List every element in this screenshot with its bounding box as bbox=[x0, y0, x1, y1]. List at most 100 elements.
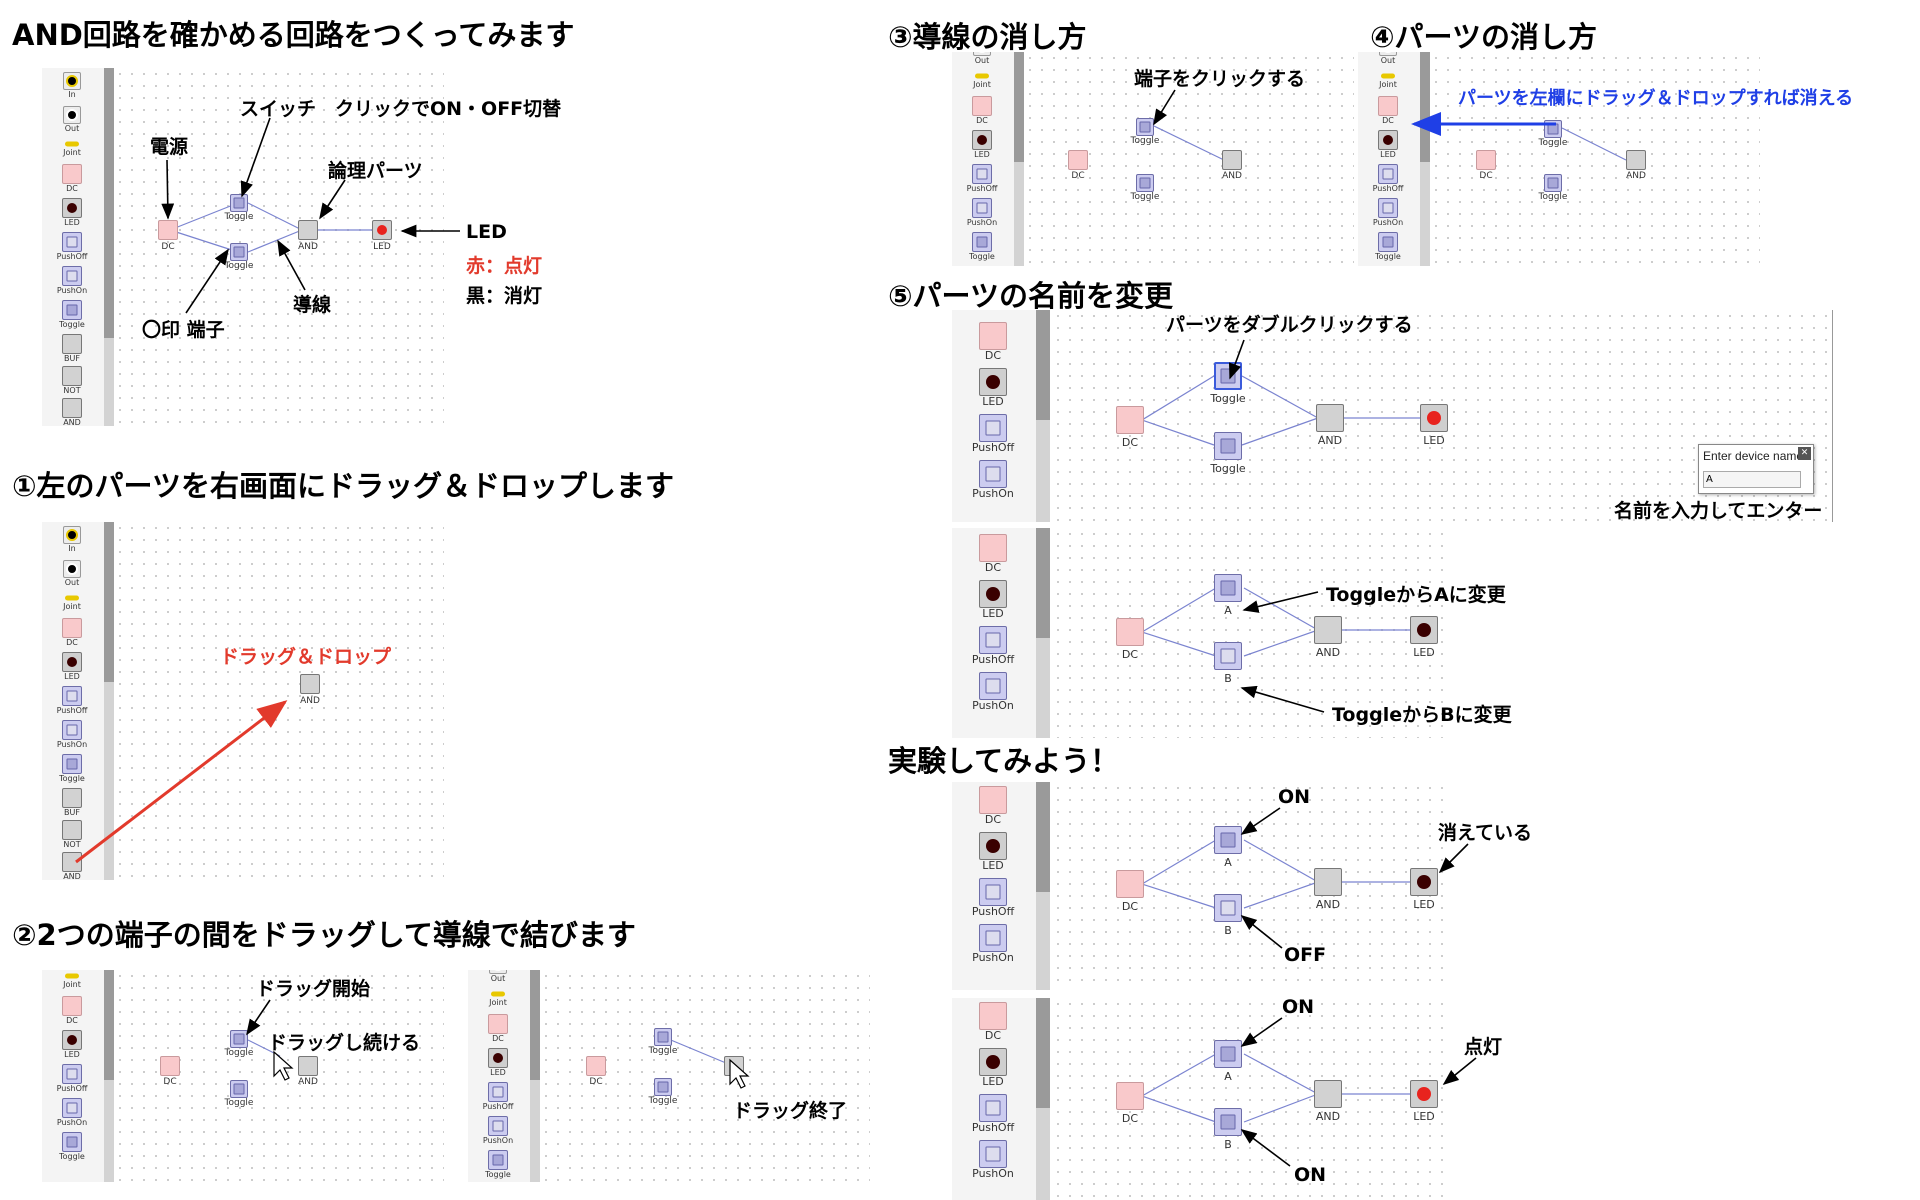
palette-scrollbar[interactable] bbox=[1036, 528, 1050, 738]
canvas[interactable] bbox=[1052, 998, 1452, 1200]
canvas-and-dropped[interactable] bbox=[300, 674, 320, 694]
palette-scrollbar[interactable] bbox=[104, 522, 114, 880]
palette-in[interactable]: In bbox=[56, 526, 88, 553]
palette-led[interactable]: LED bbox=[970, 368, 1016, 408]
palette-led[interactable]: LED bbox=[56, 1030, 88, 1059]
canvas[interactable] bbox=[114, 970, 444, 1182]
palette-pushon[interactable]: PushOn bbox=[56, 720, 88, 749]
canvas[interactable] bbox=[540, 970, 870, 1182]
palette-pushon[interactable]: PushOn bbox=[970, 924, 1016, 964]
palette-buf[interactable]: BUF bbox=[56, 334, 88, 363]
palette-pushoff[interactable]: PushOff bbox=[970, 626, 1016, 666]
palette-led[interactable]: LED bbox=[970, 832, 1016, 872]
palette-led[interactable]: LED bbox=[56, 652, 88, 681]
palette-led[interactable]: LED bbox=[970, 1048, 1016, 1088]
palette-pushoff[interactable]: PushOff bbox=[56, 686, 88, 715]
canvas-switch-b[interactable] bbox=[1214, 1108, 1242, 1136]
palette-toggle[interactable]: Toggle bbox=[56, 1132, 88, 1161]
palette-dc[interactable]: DC bbox=[970, 534, 1016, 574]
canvas-dc[interactable] bbox=[158, 220, 178, 240]
palette-led[interactable]: LED bbox=[482, 1048, 514, 1077]
palette-toggle[interactable]: Toggle bbox=[56, 754, 88, 783]
palette-led[interactable]: LED bbox=[1372, 130, 1404, 159]
palette-joint[interactable]: Joint bbox=[56, 140, 88, 157]
palette-pushon[interactable]: PushOn bbox=[966, 198, 998, 227]
canvas-and[interactable] bbox=[298, 1056, 318, 1076]
palette-joint[interactable]: Joint bbox=[1372, 72, 1404, 89]
palette-led[interactable]: LED bbox=[966, 130, 998, 159]
palette-pushoff[interactable]: PushOff bbox=[966, 164, 998, 193]
palette-buf[interactable]: BUF bbox=[56, 788, 88, 817]
canvas-dc[interactable] bbox=[1116, 1082, 1144, 1110]
palette-scrollbar[interactable] bbox=[1036, 310, 1050, 522]
palette-not[interactable]: NOT bbox=[56, 820, 88, 849]
device-name-input[interactable]: A bbox=[1703, 471, 1801, 488]
palette-scrollbar[interactable] bbox=[1036, 782, 1050, 990]
canvas-led[interactable] bbox=[1410, 868, 1438, 896]
canvas-led[interactable] bbox=[1420, 404, 1448, 432]
canvas-switch-b[interactable] bbox=[1214, 642, 1242, 670]
palette-dc[interactable]: DC bbox=[1372, 96, 1404, 125]
canvas-dc[interactable] bbox=[160, 1056, 180, 1076]
palette-pushon[interactable]: PushOn bbox=[482, 1116, 514, 1145]
canvas-dc[interactable] bbox=[1116, 618, 1144, 646]
palette-led[interactable]: LED bbox=[970, 580, 1016, 620]
canvas-toggle-1[interactable] bbox=[230, 1030, 248, 1048]
palette-and[interactable]: AND bbox=[56, 852, 88, 880]
palette-pushoff[interactable]: PushOff bbox=[970, 878, 1016, 918]
canvas-led[interactable] bbox=[372, 220, 392, 240]
palette-out[interactable]: Out bbox=[482, 970, 514, 983]
canvas-and[interactable] bbox=[1314, 1080, 1342, 1108]
palette-pushoff[interactable]: PushOff bbox=[970, 1094, 1016, 1134]
canvas-switch-a[interactable] bbox=[1214, 1040, 1242, 1068]
canvas-toggle-2[interactable] bbox=[1136, 174, 1154, 192]
palette-scrollbar[interactable] bbox=[530, 970, 540, 1182]
palette-dc[interactable]: DC bbox=[970, 322, 1016, 362]
canvas-and[interactable] bbox=[298, 220, 318, 240]
palette-dc[interactable]: DC bbox=[970, 786, 1016, 826]
canvas-dc[interactable] bbox=[586, 1056, 606, 1076]
canvas[interactable] bbox=[114, 522, 444, 880]
palette-dc[interactable]: DC bbox=[56, 996, 88, 1025]
canvas-and[interactable] bbox=[1626, 150, 1646, 170]
palette-dc[interactable]: DC bbox=[966, 96, 998, 125]
palette-and[interactable]: AND bbox=[56, 398, 88, 426]
canvas-dc[interactable] bbox=[1476, 150, 1496, 170]
palette-pushon[interactable]: PushOn bbox=[970, 1140, 1016, 1180]
palette-scrollbar[interactable] bbox=[1420, 52, 1430, 266]
canvas-toggle-2[interactable] bbox=[230, 1080, 248, 1098]
palette-out[interactable]: Out bbox=[1372, 52, 1404, 65]
palette-scrollbar[interactable] bbox=[104, 68, 114, 426]
canvas[interactable] bbox=[1052, 782, 1452, 990]
canvas-and[interactable] bbox=[1314, 868, 1342, 896]
palette-pushoff[interactable]: PushOff bbox=[56, 232, 88, 261]
palette-out[interactable]: Out bbox=[56, 106, 88, 133]
palette-dc[interactable]: DC bbox=[970, 1002, 1016, 1042]
canvas-toggle-selected[interactable] bbox=[1214, 362, 1242, 390]
palette-pushoff[interactable]: PushOff bbox=[1372, 164, 1404, 193]
close-icon[interactable]: ✕ bbox=[1798, 447, 1811, 460]
palette-dc[interactable]: DC bbox=[56, 618, 88, 647]
canvas-and[interactable] bbox=[1222, 150, 1242, 170]
palette-dc[interactable]: DC bbox=[56, 164, 88, 193]
palette-scrollbar[interactable] bbox=[104, 970, 114, 1182]
palette-in[interactable]: In bbox=[56, 72, 88, 99]
palette-joint[interactable]: Joint bbox=[482, 990, 514, 1007]
palette-joint[interactable]: Joint bbox=[966, 72, 998, 89]
palette-out[interactable]: Out bbox=[56, 560, 88, 587]
palette-joint[interactable]: Joint bbox=[56, 972, 88, 989]
canvas-switch-a[interactable] bbox=[1214, 826, 1242, 854]
palette-joint[interactable]: Joint bbox=[56, 594, 88, 611]
canvas-toggle-2[interactable] bbox=[1214, 432, 1242, 460]
canvas-and[interactable] bbox=[724, 1056, 744, 1076]
palette-led[interactable]: LED bbox=[56, 198, 88, 227]
canvas-toggle-2[interactable] bbox=[230, 243, 248, 261]
canvas-dc[interactable] bbox=[1116, 406, 1144, 434]
palette-toggle[interactable]: Toggle bbox=[966, 232, 998, 261]
palette-pushon[interactable]: PushOn bbox=[1372, 198, 1404, 227]
canvas-switch-a[interactable] bbox=[1214, 574, 1242, 602]
palette-dc[interactable]: DC bbox=[482, 1014, 514, 1043]
canvas-and[interactable] bbox=[1316, 404, 1344, 432]
palette-scrollbar[interactable] bbox=[1014, 52, 1024, 266]
canvas-toggle-1[interactable] bbox=[654, 1028, 672, 1046]
